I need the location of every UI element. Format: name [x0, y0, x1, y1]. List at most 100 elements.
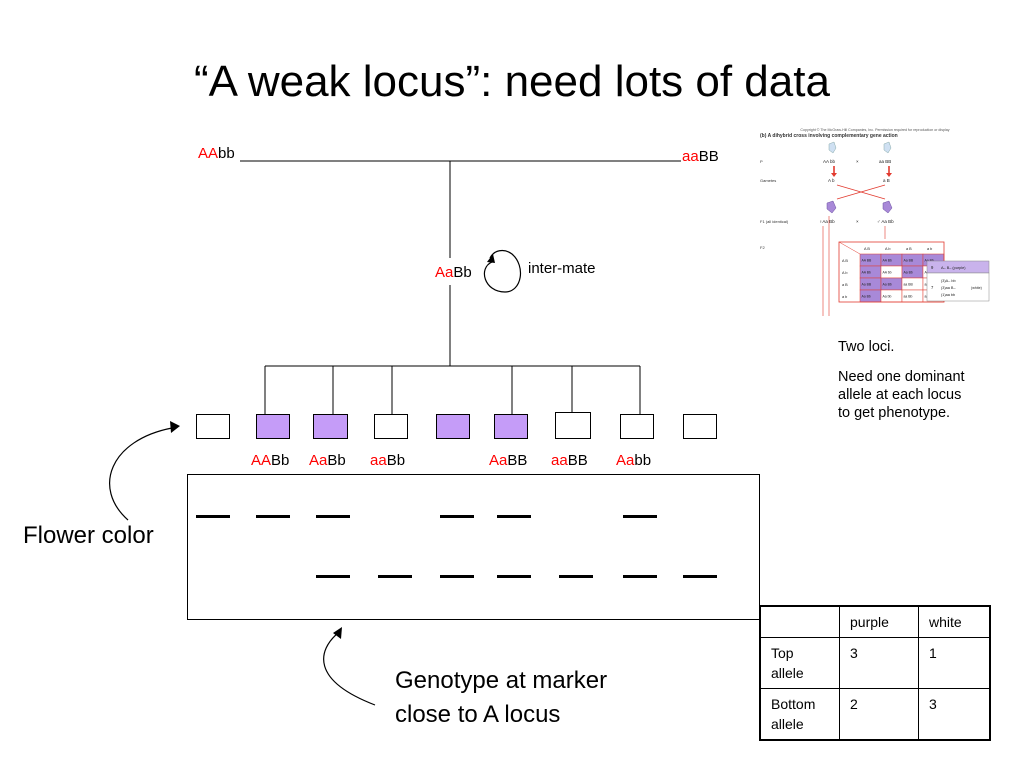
- table-row-label: Bottom allele: [759, 688, 840, 741]
- gel-band-bottom: [683, 575, 717, 578]
- genotype-label: aaBB: [551, 452, 588, 469]
- table-row: Top allele 3 1: [759, 637, 991, 689]
- punnett-diagonal: [838, 241, 861, 255]
- intermate-label: inter-mate: [528, 260, 596, 277]
- progeny-box-white: [683, 414, 717, 439]
- ratio-white-label: (white): [971, 286, 982, 290]
- figure-f1-left: ♀Aa Bb: [819, 219, 835, 224]
- results-table: purple white Top allele 3 1 Bottom allel…: [759, 605, 991, 741]
- figure-copyright: Copyright © The McGraw-Hill Companies, I…: [800, 128, 949, 132]
- marker-gel: [187, 474, 760, 620]
- punnett-cell-genotype: Aa bb: [883, 295, 892, 299]
- gel-band-top: [440, 515, 474, 518]
- purple-flower-icon: [882, 200, 893, 214]
- punnett-gamete-header: a b: [842, 295, 847, 299]
- punnett-square: A B A B A b A b a B a B a b a b AA BB AA Bb Aa BB A…: [822, 216, 945, 316]
- ratio-white-count: 7: [931, 285, 934, 290]
- table-header-cell: purple: [838, 605, 920, 638]
- dominant-allele-note: Need one dominant allele at each locus t…: [838, 369, 965, 421]
- table-header-row: purple white: [759, 605, 991, 638]
- punnett-cell-genotype: Aa Bb: [925, 259, 934, 263]
- table-header-cell: white: [918, 605, 991, 638]
- genotype-label: Aabb: [616, 452, 652, 469]
- figure-row-gametes: Gametes: [760, 178, 776, 183]
- ratio-white-c: (1)aa bb: [941, 293, 955, 297]
- figure-p-right: aa BB: [879, 159, 891, 164]
- figure-times: ×: [856, 219, 859, 224]
- ratio-white-b: (3)aa B–: [941, 286, 956, 290]
- figure-f1-right: ♂ Aa Bb: [877, 219, 894, 224]
- white-flower-icon: [883, 141, 892, 154]
- gel-band-top: [316, 515, 350, 518]
- white-flower-icon: [828, 141, 837, 154]
- punnett-gamete-header: a b: [927, 247, 932, 251]
- table-header-cell: [759, 605, 840, 638]
- gel-band-top: [497, 515, 531, 518]
- gel-band-bottom: [497, 575, 531, 578]
- ratio-purple-label: A– B– (purple): [941, 266, 966, 270]
- gel-band-bottom: [378, 575, 412, 578]
- purple-flower-icon: [826, 200, 837, 214]
- flower-color-label: Flower color: [23, 522, 154, 549]
- dihybrid-cross-figure: Copyright © The McGraw-Hill Companies, I…: [760, 128, 990, 316]
- genotype-arrow-icon: [323, 632, 376, 706]
- gel-band-top: [256, 515, 290, 518]
- gel-band-bottom: [440, 575, 474, 578]
- progeny-box-purple: [313, 414, 348, 439]
- punnett-cell-genotype: aa Bb: [904, 295, 913, 299]
- figure-row-f1: F1 (all identical): [760, 219, 789, 224]
- genotype-label: AaBB: [489, 452, 528, 469]
- punnett-cell-genotype: AA Bb: [862, 271, 872, 275]
- punnett-cell-genotype: Aa Bb: [862, 295, 871, 299]
- punnett-gamete-header: A b: [842, 271, 848, 275]
- parent-right-genotype: aaBB: [682, 148, 719, 165]
- gel-band-bottom: [559, 575, 593, 578]
- figure-row-p: P: [760, 159, 763, 164]
- punnett-gamete-header: a B: [906, 247, 912, 251]
- table-cell: 3: [838, 637, 920, 689]
- table-row-label: Top allele: [759, 637, 840, 689]
- punnett-gamete-header: A b: [885, 247, 891, 251]
- gel-band-bottom: [623, 575, 657, 578]
- flower-arrow-icon: [109, 427, 173, 521]
- ratio-purple-count: 9: [931, 265, 934, 270]
- progeny-box-purple: [256, 414, 290, 439]
- progeny-box-white: [555, 412, 591, 439]
- punnett-cell-genotype: Aa Bb: [883, 283, 892, 287]
- parent-left-genotype: AAbb: [198, 145, 235, 162]
- punnett-cell-genotype: Aa BB: [904, 259, 914, 263]
- punnett-gamete-header: a B: [842, 283, 848, 287]
- punnett-cell-genotype: Aa Bb: [904, 271, 913, 275]
- table-row: Bottom allele 2 3: [759, 688, 991, 741]
- gel-band-top: [623, 515, 657, 518]
- table-cell: 2: [838, 688, 920, 741]
- two-loci-note: Two loci.: [838, 339, 895, 355]
- table-cell: 1: [918, 637, 991, 689]
- table-cell: 3: [918, 688, 991, 741]
- punnett-cell-genotype: AA bb: [883, 271, 892, 275]
- punnett-cell-genotype: AA BB: [862, 259, 873, 263]
- gel-band-top: [196, 515, 230, 518]
- genotype-label: aaBb: [370, 452, 406, 469]
- punnett-gamete-header: A B: [864, 247, 870, 251]
- f1-genotype: AaBb: [435, 264, 472, 281]
- figure-row-f2: F2: [760, 245, 765, 250]
- punnett-cell-genotype: aa BB: [904, 283, 914, 287]
- figure-caption: (b) A dihybrid cross involving complemen…: [760, 133, 898, 139]
- progeny-box-white: [374, 414, 408, 439]
- genotype-label: AaBb: [309, 452, 346, 469]
- progeny-box-purple: [494, 414, 528, 439]
- punnett-cell-genotype: AA Bb: [883, 259, 893, 263]
- punnett-cell-genotype: Aa BB: [862, 283, 872, 287]
- figure-p-left: AA bb: [823, 159, 836, 164]
- progeny-box-white: [196, 414, 230, 439]
- punnett-bracket: [822, 216, 830, 316]
- slide-title: “A weak locus”: need lots of data: [194, 57, 830, 106]
- progeny-box-purple: [436, 414, 470, 439]
- punnett-gamete-header: A B: [842, 259, 848, 263]
- ratio-white-a: (3)A– bb: [941, 279, 956, 283]
- genotype-label: AABb: [251, 452, 290, 469]
- genotype-marker-label: Genotype at marker close to A locus: [395, 667, 608, 728]
- figure-times: ×: [856, 159, 859, 164]
